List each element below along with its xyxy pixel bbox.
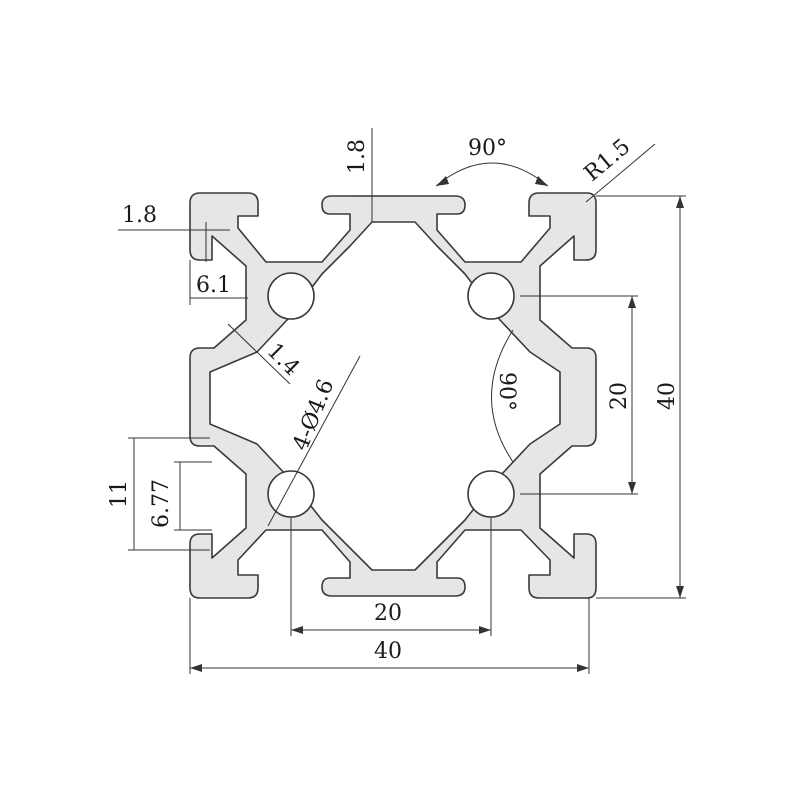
label-lip-top: 1.8: [345, 139, 370, 174]
profile-cross-section: [189, 192, 597, 599]
bore-hole-bottom-left: [267, 470, 315, 518]
label-slot-depth: 6.1: [196, 273, 231, 298]
bore-hole-top-right: [467, 272, 515, 320]
label-hole-pitch-vertical: 20: [607, 382, 632, 410]
label-slot-inner: 6.77: [149, 479, 174, 528]
label-slot-outer: 11: [107, 480, 132, 508]
label-hole-pitch-horizontal: 20: [374, 601, 402, 626]
label-corner-radius: R1.5: [580, 134, 636, 186]
label-lip-left: 1.8: [122, 203, 157, 228]
bore-hole-bottom-right: [467, 470, 515, 518]
label-slot-angle: 90°: [468, 136, 507, 161]
label-diag-angle: 90°: [494, 372, 519, 411]
dimension-lines: [118, 128, 686, 674]
label-width: 40: [374, 639, 402, 664]
bore-hole-top-left: [267, 272, 315, 320]
label-height: 40: [655, 382, 680, 410]
